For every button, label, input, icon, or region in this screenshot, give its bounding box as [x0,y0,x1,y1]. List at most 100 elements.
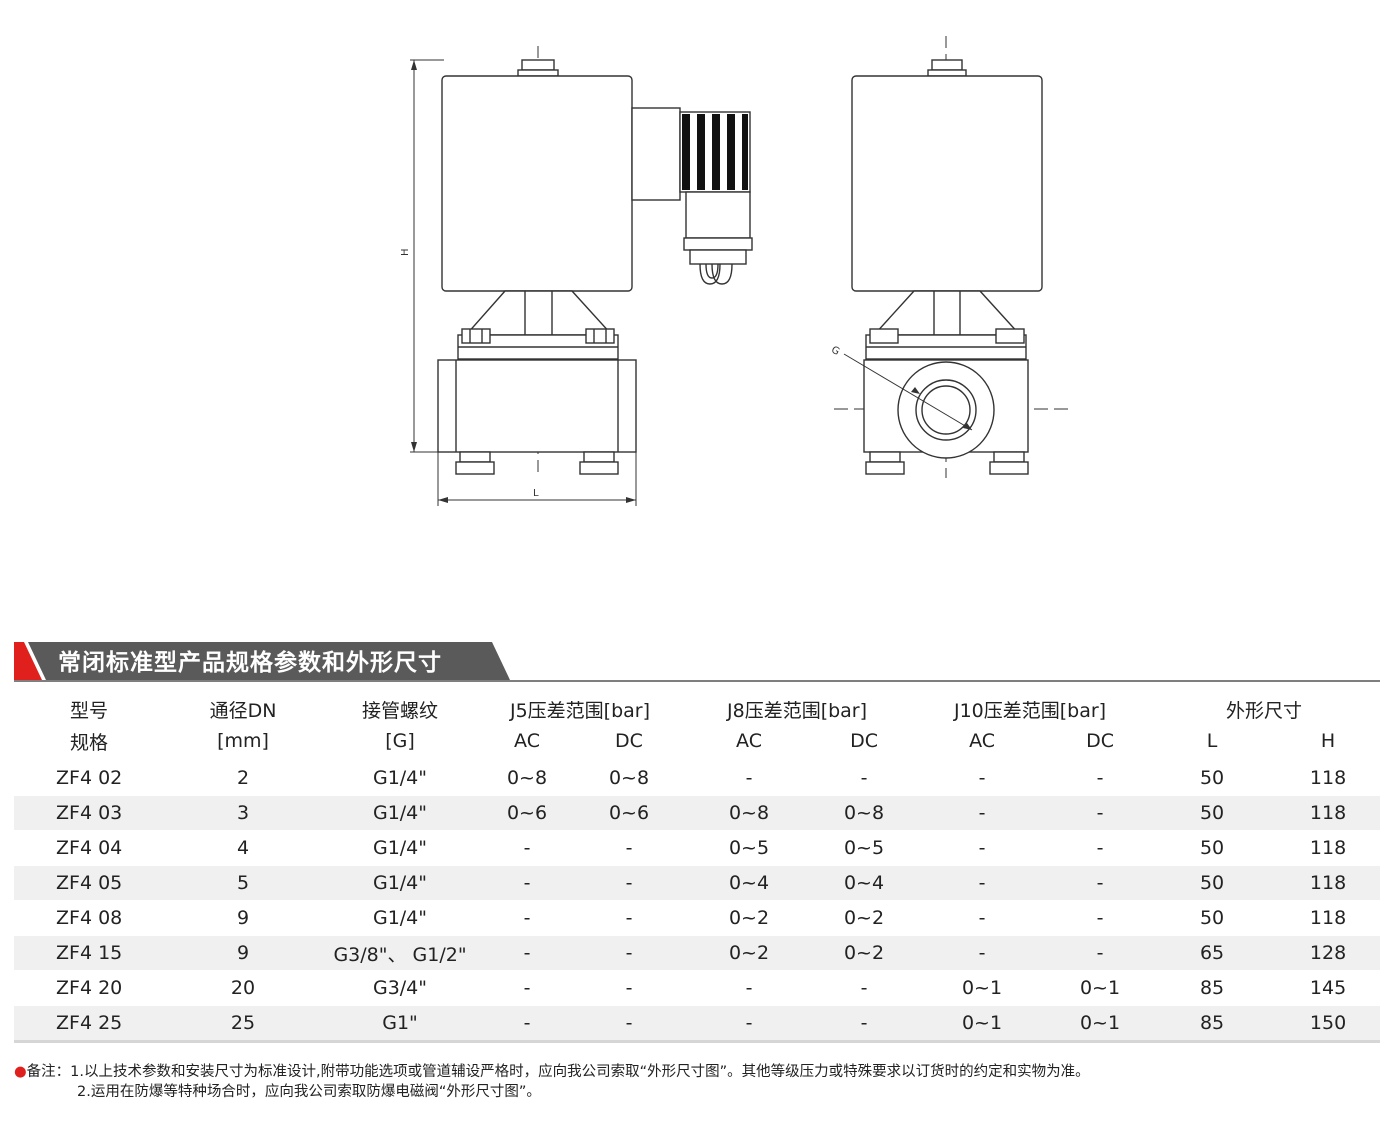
cell-thread: G3/8"、 G1/2" [322,935,478,971]
side-view [834,36,1068,478]
cell-height-h: 118 [1276,900,1381,936]
cell-j8-dc: 0~2 [816,935,913,971]
header-j10-ac: AC [912,723,1053,761]
notes: ●备注：1.以上技术参数和安装尺寸为标准设计,附带功能选项或管道辅设严格时，应向… [14,1062,1090,1102]
header-j5-dc: DC [576,723,683,761]
cell-j5-ac: - [478,970,576,1006]
bullet-icon: ● [14,1064,27,1080]
cell-thread: G1/4" [322,900,478,936]
header-j10-dc: DC [1052,723,1149,761]
cell-dn: 4 [164,830,322,866]
cell-height-h: 150 [1276,1005,1381,1043]
cell-j10-ac: - [912,795,1053,831]
cell-j8-ac: 0~4 [682,865,817,901]
cell-j5-dc: - [576,935,683,971]
cell-length-l: 50 [1148,900,1277,936]
cell-j10-dc: 0~1 [1052,1005,1149,1043]
cell-j10-dc: - [1052,935,1149,971]
banner-accent-shape [14,642,42,680]
header-thread: 接管螺纹 [361,700,438,722]
cell-length-l: 50 [1148,759,1277,796]
header-j8-dc: DC [816,723,913,761]
cell-j5-dc: - [576,830,683,866]
cell-length-l: 50 [1148,795,1277,831]
note-line-2: 2.运用在防爆等特种场合时，应向我公司索取防爆电磁阀“外形尺寸图”。 [77,1084,541,1100]
front-view [410,46,753,506]
cell-j8-ac: 0~2 [682,900,817,936]
header-thread-unit: [G] [322,723,478,761]
cell-j8-dc: 0~8 [816,795,913,831]
header-j5: J5压差范围[bar] [509,700,651,722]
cell-j5-dc: 0~6 [576,795,683,831]
cell-j8-dc: 0~4 [816,865,913,901]
cell-j8-dc: - [816,759,913,796]
cell-j10-dc: - [1052,865,1149,901]
cell-height-h: 118 [1276,795,1381,831]
cell-j5-ac: - [478,1005,576,1043]
cell-length-l: 50 [1148,830,1277,866]
cell-model: ZF4 03 [14,795,164,831]
cell-j5-dc: - [576,900,683,936]
cell-height-h: 145 [1276,970,1381,1006]
cell-thread: G1" [322,1005,478,1043]
cell-model: ZF4 15 [14,935,164,971]
cell-j5-ac: - [478,830,576,866]
cell-dn: 25 [164,1005,322,1043]
cell-j10-dc: - [1052,900,1149,936]
banner-bar-shape [28,642,510,680]
note-line-1: ●备注：1.以上技术参数和安装尺寸为标准设计,附带功能选项或管道辅设严格时，应向… [14,1062,1090,1082]
cell-dn: 20 [164,970,322,1006]
note-text-1: 备注：1.以上技术参数和安装尺寸为标准设计,附带功能选项或管道辅设严格时，应向我… [26,1064,1090,1080]
cell-dn: 3 [164,795,322,831]
header-dn: 通径DN [209,700,277,722]
cell-j8-dc: - [816,970,913,1006]
cell-j8-ac: - [682,970,817,1006]
cell-length-l: 85 [1148,1005,1277,1043]
cell-thread: G1/4" [322,830,478,866]
dimension-g-label: G [829,345,841,358]
header-j5-ac: AC [478,723,576,761]
cell-model: ZF4 25 [14,1005,164,1043]
cell-j10-ac: - [912,900,1053,936]
dimension-h-label: H [400,248,411,256]
cell-j10-dc: - [1052,759,1149,796]
cell-model: ZF4 04 [14,830,164,866]
header-l: L [1148,723,1277,761]
cell-j10-dc: 0~1 [1052,970,1149,1006]
cell-j10-ac: - [912,935,1053,971]
cell-model: ZF4 20 [14,970,164,1006]
spec-table: 型号 通径DN 接管螺纹 J5压差范围[bar] J8压差范围[bar] J10… [14,686,1381,1043]
cell-model: ZF4 02 [14,759,164,796]
header-model: 型号 [69,700,108,722]
cell-j10-dc: - [1052,795,1149,831]
header-j8: J8压差范围[bar] [727,700,868,722]
cell-height-h: 118 [1276,865,1381,901]
cell-j8-dc: 0~5 [816,830,913,866]
cell-j8-ac: 0~8 [682,795,817,831]
section-title: 常闭标准型产品规格参数和外形尺寸 [58,650,442,676]
cell-j5-ac: - [478,900,576,936]
header-model-sub: 规格 [14,723,164,761]
cell-j5-ac: 0~6 [478,795,576,831]
cell-j8-ac: 0~5 [682,830,817,866]
table-header-row-sub: 规格 [mm] [G] AC DC AC DC AC DC L H [14,723,1381,761]
cell-j10-ac: 0~1 [912,1005,1053,1043]
cell-dn: 5 [164,865,322,901]
header-j10: J10压差范围[bar] [953,700,1107,722]
cell-j5-dc: - [576,970,683,1006]
cell-j10-ac: 0~1 [912,970,1053,1006]
cell-length-l: 50 [1148,865,1277,901]
cell-j8-ac: - [682,1005,817,1043]
cell-j10-dc: - [1052,830,1149,866]
cell-dn: 2 [164,759,322,796]
cell-j5-dc: 0~8 [576,759,683,796]
cell-height-h: 118 [1276,830,1381,866]
cell-j10-ac: - [912,759,1053,796]
cell-dn: 9 [164,935,322,971]
cell-model: ZF4 08 [14,900,164,936]
valve-technical-drawing: H L G [400,36,1068,506]
